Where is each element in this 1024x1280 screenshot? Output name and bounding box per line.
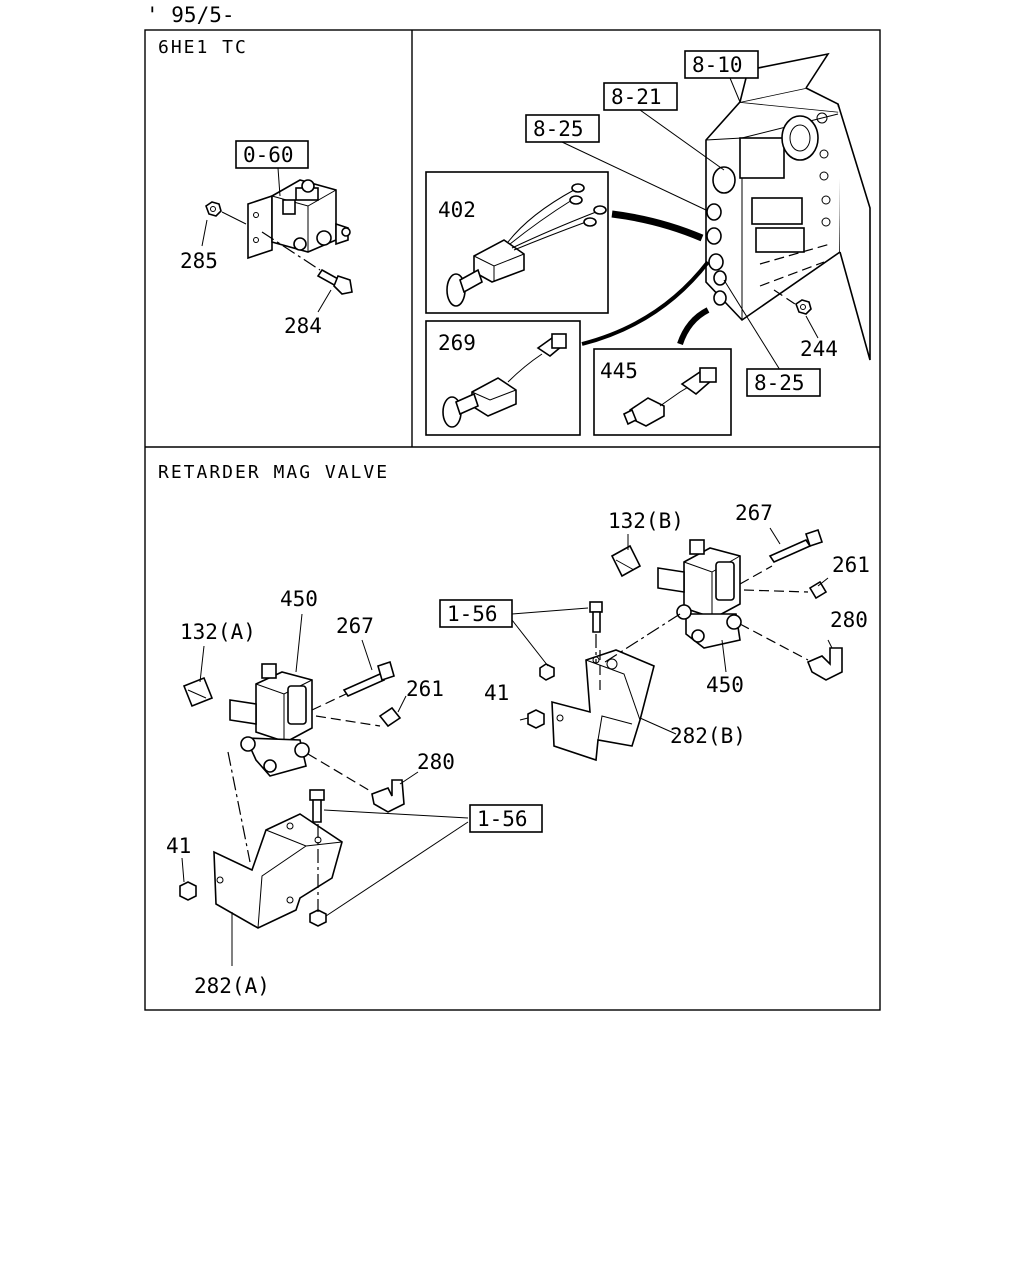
- ref-8-25-top: 8-25: [533, 117, 584, 141]
- part-269: 269: [438, 331, 476, 355]
- elbow-280-b: [806, 647, 843, 681]
- ref-box-8-10: [684, 50, 759, 79]
- retarder-valve-assembly-6he1: [247, 179, 351, 260]
- ref-box-8-21: [603, 82, 678, 111]
- part-132-a: 132(A): [180, 620, 256, 644]
- ref-8-10: 8-10: [692, 53, 743, 77]
- part-402: 402: [438, 198, 476, 222]
- bracket-282-b: [551, 649, 655, 762]
- mag-valve-450-a: [229, 663, 313, 777]
- part-280-a: 280: [417, 750, 455, 774]
- nut-244: [795, 299, 812, 315]
- ref-8-21: 8-21: [611, 85, 662, 109]
- fitting-261-a: [378, 706, 402, 728]
- part-282-a: 282(A): [194, 974, 270, 998]
- ref-box-0-60: [235, 140, 309, 169]
- panel-title-6he1: 6HE1 TC: [158, 37, 248, 58]
- bolt-1-56-b: [589, 601, 603, 633]
- part-450-a: 450: [280, 587, 318, 611]
- ref-0-60: 0-60: [243, 143, 294, 167]
- part-284: 284: [284, 314, 322, 338]
- bolt-267-a: [342, 660, 395, 698]
- nut-nut-b: [539, 663, 555, 681]
- part-450-b: 450: [706, 673, 744, 697]
- nut-41-b: [527, 709, 545, 729]
- nut-285: [205, 201, 222, 217]
- ref-1-56-b: 1-56: [447, 602, 498, 626]
- mag-valve-450-b: [657, 539, 742, 649]
- switch-panel-box: [705, 52, 871, 361]
- part-280-b: 280: [830, 608, 868, 632]
- part-41-a: 41: [166, 834, 191, 858]
- bolt-284: [316, 268, 353, 295]
- diagram-frame: [144, 29, 881, 1011]
- ref-1-56-a: 1-56: [477, 807, 528, 831]
- part-267-a: 267: [336, 614, 374, 638]
- date-code: ' 95/5-: [146, 3, 235, 27]
- ref-box-8-25-bottom: [746, 368, 821, 397]
- ref-box-1-56-a: [469, 804, 543, 833]
- inset-switch-402: [425, 171, 609, 314]
- bolt-1-56-a: [309, 789, 325, 823]
- nut-41-a: [179, 881, 197, 901]
- panel-title-retarder: RETARDER MAG VALVE: [158, 462, 389, 483]
- nut-nut-a: [309, 909, 327, 927]
- inset-switch-445: [593, 348, 732, 436]
- ref-box-8-25-top: [525, 114, 600, 143]
- bracket-282-a: [213, 813, 343, 929]
- inset-switch-269: [425, 320, 581, 436]
- part-41-b: 41: [484, 681, 509, 705]
- fitting-261-b: [808, 580, 828, 600]
- ref-8-25-bottom: 8-25: [754, 371, 805, 395]
- part-285: 285: [180, 249, 218, 273]
- connector-132-b: [610, 544, 642, 578]
- bolt-267-b: [768, 528, 824, 564]
- part-261-b: 261: [832, 553, 870, 577]
- ref-box-1-56-b: [439, 599, 513, 628]
- elbow-280-a: [371, 779, 405, 813]
- part-132-b: 132(B): [608, 509, 684, 533]
- part-244: 244: [800, 337, 838, 361]
- connector-132-a: [182, 676, 214, 708]
- part-282-b: 282(B): [670, 724, 746, 748]
- part-261-a: 261: [406, 677, 444, 701]
- part-445: 445: [600, 359, 638, 383]
- part-267-b: 267: [735, 501, 773, 525]
